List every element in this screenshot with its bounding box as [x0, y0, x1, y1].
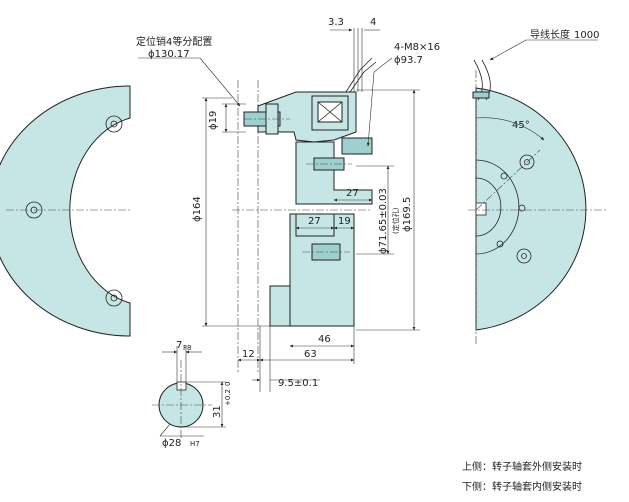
- label-4: 4: [370, 17, 376, 28]
- label-pin-dia: ϕ130.17: [148, 49, 190, 60]
- label-27-lower: 27: [308, 216, 321, 227]
- label-key-w-tol: F8: [183, 344, 191, 352]
- label-63: 63: [304, 349, 317, 360]
- label-key-h-tol-lo: 0: [224, 382, 232, 386]
- lead-wire: [345, 57, 373, 93]
- section-view: [232, 57, 377, 372]
- label-d71-65: ϕ71.65±0.03: [378, 188, 389, 254]
- dimension-labels: 定位销4等分配置 ϕ130.17 ϕ19 ϕ164 3.3 4 4-M8×16 …: [136, 17, 599, 449]
- label-27-upper: 27: [346, 188, 359, 199]
- label-shaft-tol: H7: [190, 440, 200, 448]
- label-d169-5: ϕ169.5: [402, 197, 413, 232]
- label-pin-note: 定位销4等分配置: [136, 35, 212, 48]
- label-d19: ϕ19: [208, 111, 219, 130]
- label-12: 12: [242, 349, 255, 360]
- label-d164: ϕ164: [192, 196, 203, 222]
- label-lead-len: 导线长度: [530, 28, 570, 41]
- label-key-w: 7: [176, 340, 182, 351]
- mounting-bolt-upper: [341, 137, 373, 155]
- legend-upper: 上侧：转子轴套外侧安装时: [462, 460, 582, 473]
- label-d93-7: ϕ93.7: [394, 55, 423, 66]
- label-angle: 45°: [512, 120, 530, 131]
- label-m8: 4-M8×16: [394, 42, 440, 53]
- mount-hole-lower: [516, 248, 532, 264]
- label-9-5: 9.5±0.1: [278, 378, 318, 389]
- label-3-3: 3.3: [328, 17, 344, 28]
- dimensions: [138, 28, 598, 437]
- label-19: 19: [338, 216, 351, 227]
- legend-lower: 下侧：转子轴套内侧安装时: [462, 480, 582, 493]
- shaft-detail: [152, 360, 212, 440]
- mount-hole-bottom: [105, 289, 123, 307]
- label-key-h: 31: [212, 405, 223, 418]
- label-46: 46: [318, 334, 331, 345]
- legend: 上侧：转子轴套外侧安装时 下侧：转子轴套内侧安装时: [462, 460, 582, 493]
- left-end-view: [0, 85, 132, 337]
- label-d71-note: (定位孔): [391, 207, 400, 234]
- label-key-h-tol-up: +0.2: [224, 389, 232, 406]
- label-lead-val: 1000: [574, 30, 599, 41]
- right-end-view: [468, 59, 606, 346]
- mount-hole-top: [105, 115, 123, 133]
- mount-hole-45: [519, 154, 535, 170]
- label-shaft: ϕ28: [162, 438, 181, 449]
